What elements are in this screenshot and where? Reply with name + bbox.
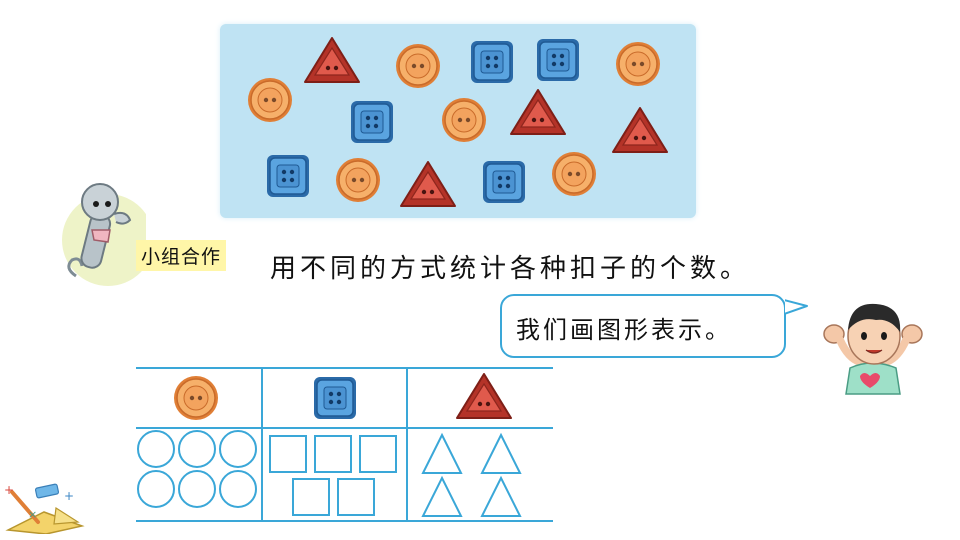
group-cooperation-badge: 小组合作 xyxy=(136,240,227,271)
boy-character xyxy=(820,296,924,400)
square-button-icon xyxy=(266,154,310,198)
tally-table xyxy=(136,366,556,526)
svg-text:×: × xyxy=(28,508,37,521)
tally-circle xyxy=(219,470,257,508)
tally-circle xyxy=(137,430,175,468)
round-button-icon xyxy=(335,157,381,203)
tally-circle xyxy=(137,470,175,508)
round-button-icon xyxy=(247,77,293,123)
triangle-button-icon xyxy=(400,161,456,207)
speech-bubble-tail xyxy=(783,296,811,324)
square-button-icon xyxy=(470,40,514,84)
stationery-math-icon: + + × xyxy=(2,478,86,538)
round-button-icon xyxy=(441,97,487,143)
speech-bubble: 我们画图形表示。 xyxy=(500,294,786,358)
square-button-icon xyxy=(313,376,357,420)
triangle-button-icon xyxy=(456,373,512,419)
triangle-button-icon xyxy=(612,107,668,153)
round-button-icon xyxy=(395,43,441,89)
triangle-button-icon xyxy=(510,89,566,135)
round-button-icon xyxy=(173,375,219,421)
tally-circle xyxy=(219,430,257,468)
instruction-text: 用不同的方式统计各种扣子的个数。 xyxy=(270,254,751,284)
tally-square xyxy=(314,435,352,473)
tally-square xyxy=(359,435,397,473)
svg-text:+: + xyxy=(64,489,74,503)
speech-text: 我们画图形表示。 xyxy=(516,316,732,344)
tally-circle xyxy=(178,430,216,468)
square-button-icon xyxy=(482,160,526,204)
round-button-icon xyxy=(551,151,597,197)
table-grid xyxy=(136,367,553,522)
tally-triangle xyxy=(421,432,463,474)
tally-circle xyxy=(178,470,216,508)
tally-square xyxy=(292,478,330,516)
tally-triangle xyxy=(480,475,522,517)
tally-square xyxy=(269,435,307,473)
tally-square xyxy=(337,478,375,516)
buttons-panel xyxy=(220,24,696,218)
triangle-button-icon xyxy=(304,37,360,83)
tally-triangle xyxy=(480,432,522,474)
mascot-pencil-character xyxy=(56,180,154,292)
tally-triangle xyxy=(421,475,463,517)
square-button-icon xyxy=(536,38,580,82)
svg-text:+: + xyxy=(4,483,14,497)
header-icons xyxy=(173,373,512,421)
square-button-icon xyxy=(350,100,394,144)
round-button-icon xyxy=(615,41,661,87)
